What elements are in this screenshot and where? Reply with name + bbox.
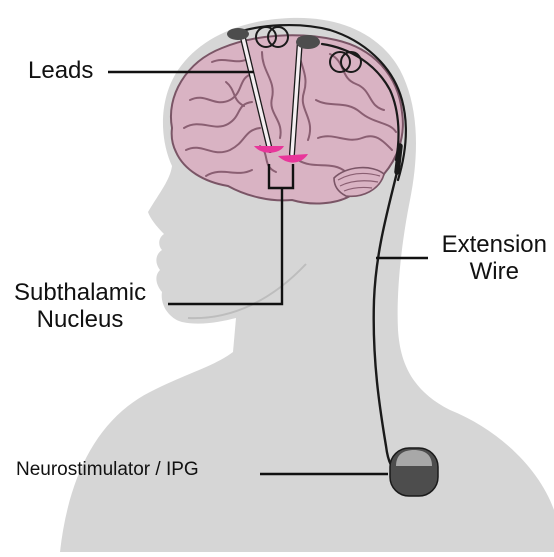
label-neurostimulator: Neurostimulator / IPG	[16, 459, 199, 480]
label-extension-line-2: Wire	[442, 259, 547, 286]
burr-cap-left	[227, 28, 249, 40]
label-stn-line-2: Nucleus	[14, 307, 146, 334]
label-extension-line-1: Extension	[442, 232, 547, 259]
brain-illustration	[171, 35, 403, 203]
label-subthalamic-nucleus: Subthalamic Nucleus	[14, 280, 146, 334]
burr-cap-right	[296, 35, 320, 49]
label-leads: Leads	[28, 58, 93, 85]
connector	[397, 146, 400, 172]
label-stn-line-1: Subthalamic	[14, 280, 146, 307]
pulse-generator-icon	[390, 448, 438, 496]
label-extension-wire: Extension Wire	[442, 232, 547, 286]
